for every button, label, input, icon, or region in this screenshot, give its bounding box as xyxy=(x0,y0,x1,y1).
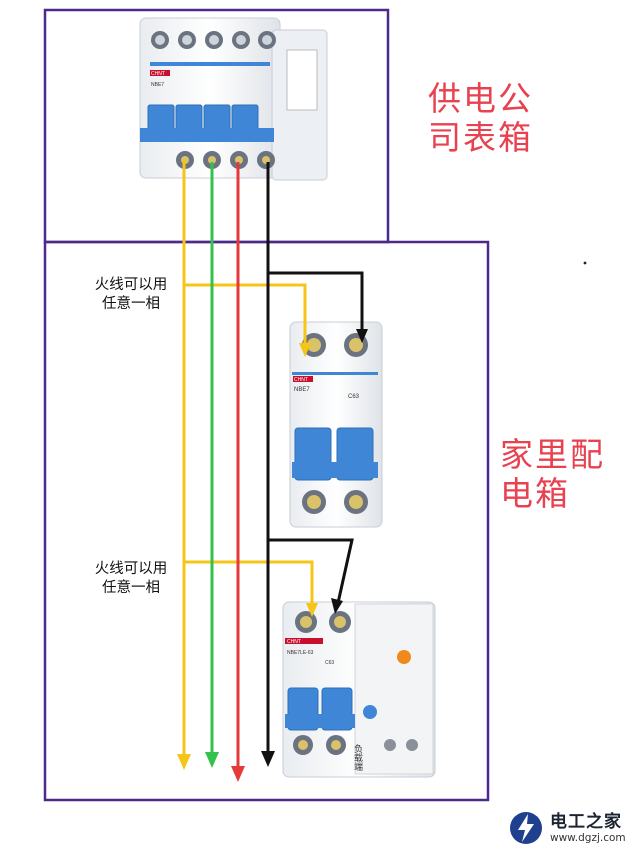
rcd-breaker: CHNT NBE7LE-63 C63 负载端 xyxy=(282,601,436,778)
live-wire-note-2: 火线可以用任意一相 xyxy=(94,561,168,596)
supply-box-label: 供电公司表箱 xyxy=(428,79,533,157)
rcd-indicator xyxy=(363,705,377,719)
wire-yellow-phase xyxy=(182,160,314,758)
main-breaker-brand: CHNT xyxy=(151,71,165,77)
live-wire-note-1: 火线可以用任意一相 xyxy=(94,277,168,312)
watermark-url: www.dgzj.com xyxy=(550,832,626,844)
rcd-load-terminal-label: 负载端 xyxy=(352,743,363,772)
wire-black-neutral xyxy=(266,162,364,755)
wire-green-phase xyxy=(205,162,219,768)
branch-breaker-rating: C63 xyxy=(348,394,360,400)
watermark: 电工之家 www.dgzj.com xyxy=(508,808,626,848)
lightning-bolt-icon xyxy=(510,812,542,844)
branch-breaker-brand: CHNT xyxy=(294,377,308,383)
watermark-name: 电工之家 xyxy=(550,812,622,832)
rcd-breaker-rating: C63 xyxy=(325,660,334,666)
test-button xyxy=(397,650,411,664)
main-breaker-model: NBE7 xyxy=(151,82,164,88)
main-breaker: CHNT NBE7 xyxy=(139,17,328,181)
home-box-label: 家里配电箱 xyxy=(500,435,605,513)
rcd-breaker-brand: CHNT xyxy=(287,639,301,645)
black-arrowheads xyxy=(261,329,368,767)
stray-dot xyxy=(583,261,587,265)
branch-breaker-model: NBE7 xyxy=(294,387,310,393)
branch-breaker: CHNT NBE7 C63 xyxy=(289,321,383,528)
yellow-arrowheads xyxy=(177,343,318,770)
wire-red-phase xyxy=(231,162,245,782)
rcd-breaker-model: NBE7LE-63 xyxy=(287,650,314,656)
